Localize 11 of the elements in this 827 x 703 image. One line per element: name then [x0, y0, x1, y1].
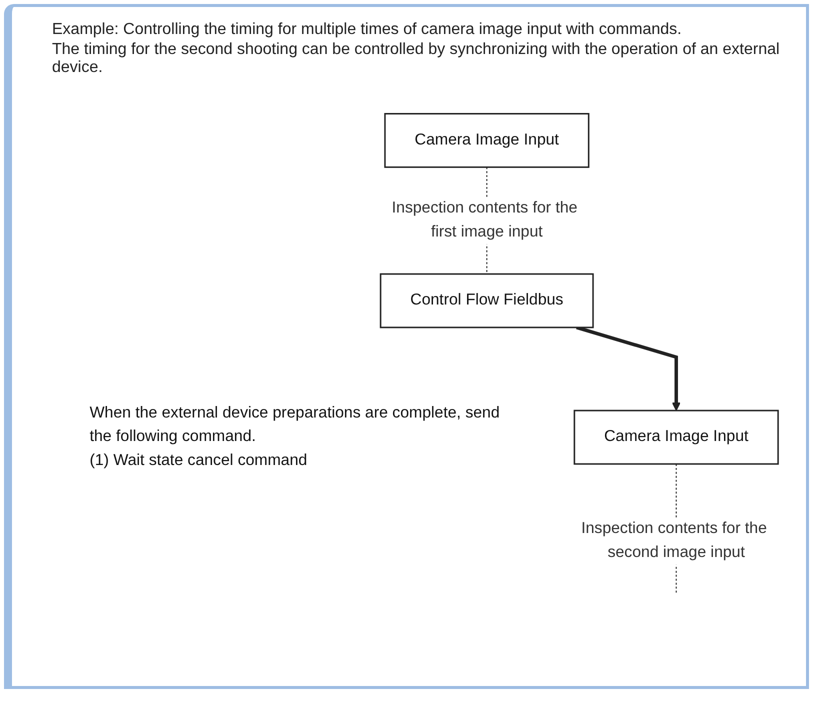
edge-label: Inspection contents for the first image input [392, 200, 578, 240]
note-text: The timing for the second shooting can be controlled by synchronizing with the operation of an external device. [52, 41, 781, 77]
node-box [574, 410, 779, 465]
node-label: When the external device preparations are complete, send the following command. [90, 404, 500, 446]
node-box [384, 113, 590, 168]
node-box [380, 273, 594, 328]
panel-background: Example: Controlling the timing for multiple times of camera image input with commands. The timing for the second shooting can be controlled by synchronizing with the operation of an external device. Inspection contents for the first image input Inspection contents for the second image input Camera Image Input Control Flow Fieldbus When the external device preparations are complete, send the following command. (1) Wait state cancel command Camera Image Input [4, 4, 809, 689]
edge-label: Inspection contents for the second image input [581, 520, 767, 561]
node-label: (1) Wait state cancel command [90, 452, 308, 469]
note-text: Example: Controlling the timing for multiple times of camera image input with commands. [52, 21, 683, 39]
arrow [576, 326, 681, 411]
